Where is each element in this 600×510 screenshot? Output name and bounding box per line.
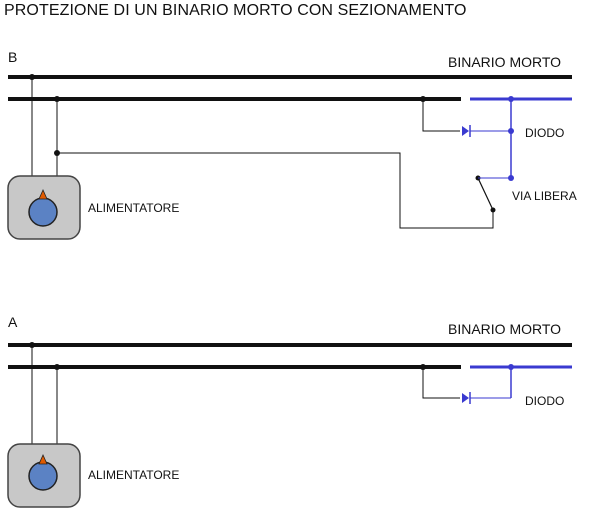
diagram-b-junction [29,74,35,80]
diagram-title: PROTEZIONE DI UN BINARIO MORTO CON SEZIO… [4,2,467,19]
diode-icon [462,392,471,404]
power-supply-icon [7,443,81,508]
diagram-a-junction [29,342,35,348]
diode-icon [462,125,471,137]
diagram-b-diode-label: DIODO [525,126,564,140]
diagram-a: A BINARIO MORTO DIODO ALIMENTATORE [7,314,572,508]
diagram-a-diode-wire [422,367,460,399]
diagram-b-junction [508,96,514,102]
diagram-b-junction [54,96,60,102]
diagram-b-supply-label: ALIMENTATORE [88,201,179,215]
diagram-b-switch-wire [57,152,494,229]
diagram-b-track-label: BINARIO MORTO [448,54,561,70]
diagram-a-label: A [8,314,18,330]
diagram-b-switch-label: VIA LIBERA [512,189,577,203]
switch-icon [475,175,496,213]
diagram-a-junction [54,364,60,370]
diagram-b-label: B [8,49,17,65]
diagram-b-junction [508,175,514,181]
diagram-b-junction [420,96,426,102]
diagram-a-track-label: BINARIO MORTO [448,321,561,337]
diagram-a-supply-label: ALIMENTATORE [88,468,179,482]
diagram-a-junction [508,364,514,370]
diagram-b-junction [508,128,514,134]
diagram-a-junction [420,364,426,370]
power-supply-icon [7,175,81,240]
diagram-a-diode-label: DIODO [525,394,564,408]
diagram-b-diode-wire [422,99,460,132]
diagram-b: B BINARIO MORTO VIA LIBERA [7,49,577,240]
